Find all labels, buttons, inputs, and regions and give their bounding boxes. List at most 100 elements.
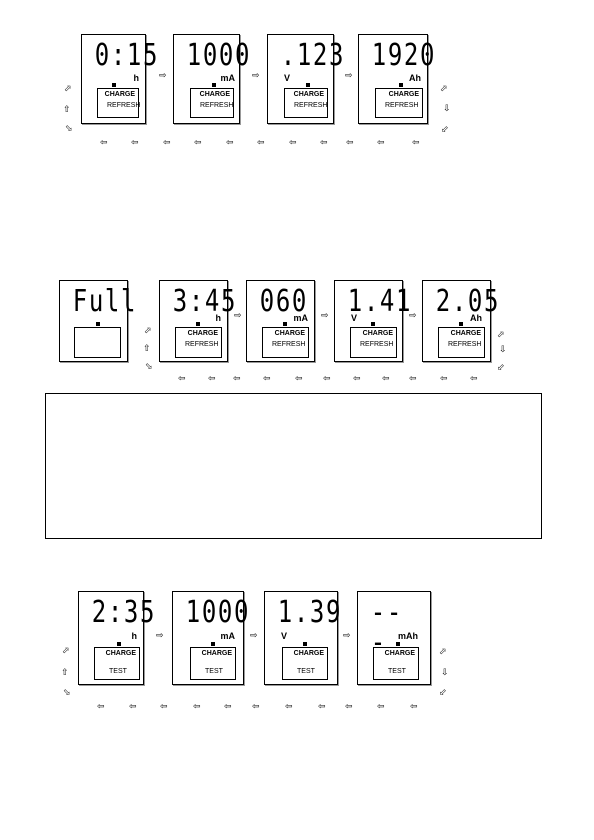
charge-label: CHARGE xyxy=(450,330,481,337)
arrow-left-icon: ⇦ xyxy=(257,137,265,147)
lcd-digits: Full xyxy=(72,284,137,319)
arrow-down-left-icon: ⬀ xyxy=(439,646,447,656)
mode-label: REFRESH xyxy=(200,102,234,109)
mode-label: REFRESH xyxy=(448,341,482,348)
lcd-digits: 1.41 xyxy=(347,284,412,319)
arrow-left-icon: ⇦ xyxy=(345,701,353,711)
arrow-left-icon: ⇦ xyxy=(295,373,303,383)
arrow-left-icon: ⇦ xyxy=(440,373,448,383)
status-box: CHARGE REFRESH xyxy=(262,327,309,358)
arrow-up-icon: ⇧ xyxy=(143,343,151,353)
arrow-up-icon: ⇧ xyxy=(63,104,71,114)
arrow-left-icon: ⇦ xyxy=(410,701,418,711)
status-box: CHARGE REFRESH xyxy=(190,88,234,118)
lcd-digits: 1.39 xyxy=(277,595,342,630)
charge-label: CHARGE xyxy=(293,650,324,657)
arrow-up-icon: ⇧ xyxy=(61,667,69,677)
lcd-display: 0:15 h CHARGE REFRESH xyxy=(81,34,157,124)
arrow-left-icon: ⇦ xyxy=(470,373,478,383)
mode-label: REFRESH xyxy=(107,102,141,109)
lcd-digits: 1000 xyxy=(185,595,250,630)
arrow-left-icon: ⇦ xyxy=(377,701,385,711)
status-dot xyxy=(196,322,200,326)
arrow-right-icon: ⇨ xyxy=(343,630,351,640)
mode-label: REFRESH xyxy=(385,102,419,109)
arrow-right-icon: ⇨ xyxy=(252,70,260,80)
arrow-left-icon: ⇦ xyxy=(163,137,171,147)
lcd-display: 1920 Ah CHARGE REFRESH xyxy=(358,34,434,124)
arrow-right-icon: ⇨ xyxy=(409,310,417,320)
arrow-left-icon: ⇦ xyxy=(194,137,202,147)
lcd-unit: h xyxy=(131,631,138,641)
arrow-up-left-icon: ⬂ xyxy=(65,123,73,133)
charge-label: CHARGE xyxy=(362,330,393,337)
arrow-left-icon: ⇦ xyxy=(353,373,361,383)
lcd-unit: mA xyxy=(220,73,235,83)
mode-label: REFRESH xyxy=(185,341,219,348)
mode-label: REFRESH xyxy=(294,102,328,109)
charge-label: CHARGE xyxy=(104,91,135,98)
lcd-display: 2:35 h CHARGE TEST xyxy=(78,591,154,685)
arrow-down-left-icon: ⬀ xyxy=(497,329,505,339)
arrow-down-left-icon: ⬃ xyxy=(497,362,505,372)
arrow-left-icon: ⇦ xyxy=(97,701,105,711)
status-box: CHARGE REFRESH xyxy=(350,327,397,358)
arrow-left-icon: ⇦ xyxy=(193,701,201,711)
charge-label: CHARGE xyxy=(384,650,415,657)
status-dot xyxy=(112,83,116,87)
arrow-up-left-icon: ⬂ xyxy=(145,361,153,371)
text-frame xyxy=(45,393,542,539)
lcd-digits: 1000 xyxy=(186,38,251,73)
lcd-display: 2.05 Ah CHARGE REFRESH xyxy=(422,280,498,362)
arrow-right-icon: ⇨ xyxy=(234,310,242,320)
arrow-left-icon: ⇦ xyxy=(233,373,241,383)
arrow-left-icon: ⇦ xyxy=(409,373,417,383)
status-box: CHARGE REFRESH xyxy=(175,327,222,358)
lcd-display: 1000 mA CHARGE TEST xyxy=(172,591,250,685)
mode-label: REFRESH xyxy=(272,341,306,348)
status-dot xyxy=(306,83,310,87)
status-box: CHARGE TEST xyxy=(373,647,419,680)
charge-label: CHARGE xyxy=(201,650,232,657)
arrow-left-icon: ⇦ xyxy=(263,373,271,383)
lcd-unit: Ah xyxy=(470,313,482,323)
arrow-left-icon: ⇦ xyxy=(160,701,168,711)
lcd-unit: h xyxy=(215,313,222,323)
arrow-left-icon: ⇦ xyxy=(377,137,385,147)
arrow-left-icon: ⇦ xyxy=(318,701,326,711)
arrow-down-left-icon: ⬃ xyxy=(439,687,447,697)
mode-label: TEST xyxy=(297,668,315,675)
lcd-display: 1.39 V CHARGE TEST xyxy=(264,591,342,685)
lcd-display: --- mAh CHARGE TEST xyxy=(357,591,431,685)
status-dot xyxy=(399,83,403,87)
status-box: CHARGE TEST xyxy=(282,647,328,680)
charge-label: CHARGE xyxy=(105,650,136,657)
arrow-left-icon: ⇦ xyxy=(208,373,216,383)
status-dot xyxy=(211,642,215,646)
status-dot xyxy=(96,322,100,326)
arrow-left-icon: ⇦ xyxy=(224,701,232,711)
arrow-right-icon: ⇨ xyxy=(250,630,258,640)
lcd-unit: mAh xyxy=(398,631,418,641)
lcd-unit: h xyxy=(133,73,140,83)
lcd-unit: mA xyxy=(220,631,235,641)
status-dot xyxy=(303,642,307,646)
status-box: CHARGE REFRESH xyxy=(438,327,485,358)
arrow-down-icon: ⇩ xyxy=(499,344,507,354)
arrow-up-right-icon: ⬀ xyxy=(64,83,72,93)
lcd-digits: --- xyxy=(370,595,403,660)
status-box: CHARGE REFRESH xyxy=(97,88,141,118)
arrow-left-icon: ⇦ xyxy=(252,701,260,711)
arrow-down-left-icon: ⬃ xyxy=(441,124,449,134)
lcd-display: 1.41 V CHARGE REFRESH xyxy=(334,280,412,362)
arrow-left-icon: ⇦ xyxy=(129,701,137,711)
arrow-up-right-icon: ⬀ xyxy=(144,325,152,335)
status-dot xyxy=(459,322,463,326)
arrow-left-icon: ⇦ xyxy=(412,137,420,147)
lcd-display: .123 V CHARGE REFRESH xyxy=(267,34,343,124)
mode-label: TEST xyxy=(109,668,127,675)
mode-label: TEST xyxy=(205,668,223,675)
charge-label: CHARGE xyxy=(388,91,419,98)
arrow-up-right-icon: ⬀ xyxy=(62,645,70,655)
status-dot xyxy=(283,322,287,326)
